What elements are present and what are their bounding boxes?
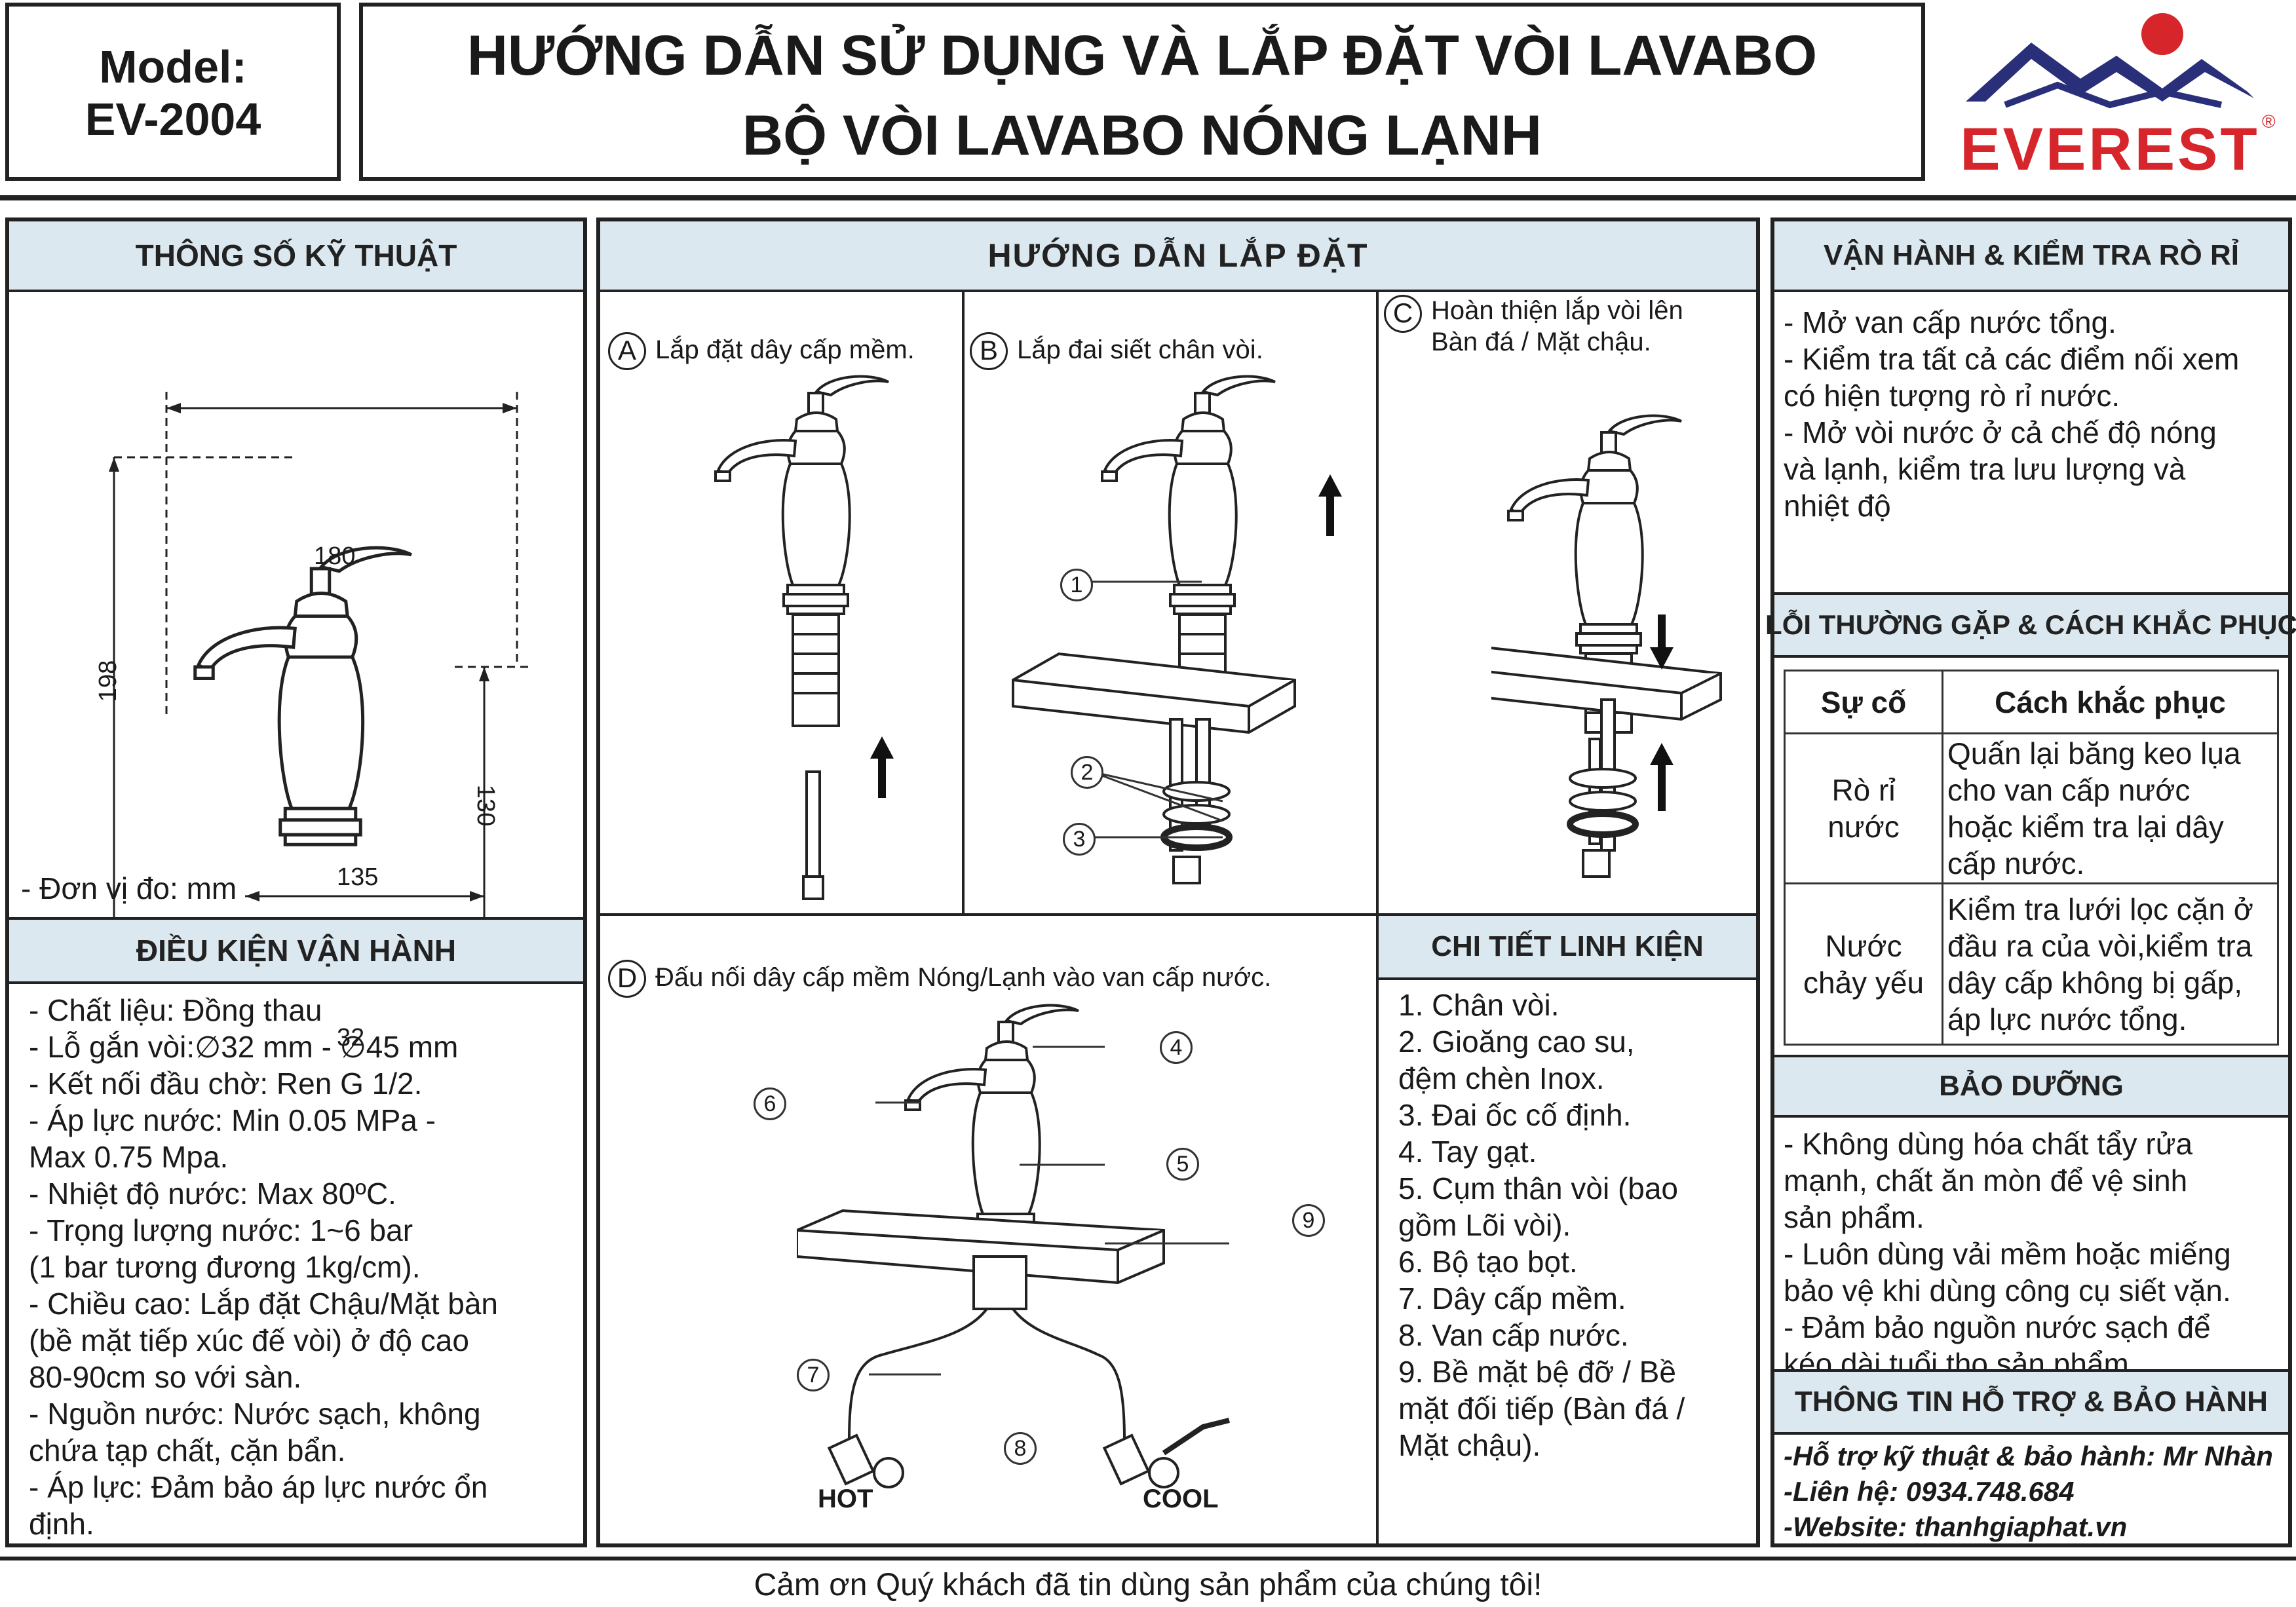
callout-5: 5 <box>1166 1148 1199 1181</box>
support-line3: -Website: thanhgiaphat.vn <box>1784 1511 2128 1542</box>
callout-4: 4 <box>1160 1031 1193 1064</box>
step-d: D Đấu nối dây cấp mềm Nóng/Lạnh vào van c… <box>608 922 1271 998</box>
support-line1: -Hỗ trợ kỹ thuật & bảo hành: Mr Nhàn <box>1784 1441 2273 1471</box>
step-d-text: Đấu nối dây cấp mềm Nóng/Lạnh vào van cấ… <box>655 963 1272 992</box>
issue-weak-flow: Nước chảy yếu <box>1784 882 1943 1046</box>
title-line2: BỘ VÒI LAVABO NÓNG LẠNH <box>742 104 1542 167</box>
footer-rule <box>0 1557 2296 1560</box>
unit-note: - Đơn vị đo: mm <box>21 871 237 905</box>
model-label: Model: <box>99 41 247 92</box>
fix-weak-flow: Kiểm tra lưới lọc cặn ở đầu ra của vòi,k… <box>1942 882 2279 1046</box>
cool-label: COOL <box>1143 1484 1219 1513</box>
support-info: -Hỗ trợ kỹ thuật & bảo hành: Mr Nhàn -Li… <box>1784 1439 2273 1545</box>
model-box: Model: EV-2004 <box>5 3 341 181</box>
hot-label: HOT <box>818 1484 873 1513</box>
callout-8: 8 <box>1004 1432 1037 1465</box>
step-b-illustration <box>1012 375 1342 884</box>
parts-title: CHI TIẾT LINH KIỆN <box>1379 916 1756 980</box>
maintenance-title: BẢO DƯỠNG <box>1774 1055 2288 1118</box>
callout-6: 6 <box>754 1087 786 1120</box>
support-title: THÔNG TIN HỖ TRỢ & BẢO HÀNH <box>1774 1369 2288 1435</box>
callout-2: 2 <box>1071 756 1103 789</box>
step-c-text: Hoàn thiện lắp vòi lên Bàn đá / Mặt chậu… <box>1431 296 1683 356</box>
callout-3: 3 <box>1063 823 1096 856</box>
operation-text: - Mở van cấp nước tổng. - Kiểm tra tất c… <box>1784 305 2240 523</box>
step-b-letter: B <box>970 332 1008 371</box>
step-a-illustration <box>714 375 894 900</box>
operation-title: VẬN HÀNH & KIỂM TRA RÒ RỈ <box>1774 221 2288 292</box>
dim-height-label: 198 <box>94 660 123 702</box>
parts-text: 1. Chân vòi. 2. Gioăng cao su, đệm chèn … <box>1398 988 1685 1462</box>
conditions-text: - Chất liệu: Đồng thau - Lỗ gắn vòi:∅32 … <box>29 993 499 1541</box>
dim-spout-height-label: 130 <box>472 784 500 827</box>
step-a-letter: A <box>608 332 646 371</box>
step-a-text: Lắp đặt dây cấp mềm. <box>655 335 915 364</box>
registered-mark: ® <box>2262 111 2276 132</box>
step-c-illustration <box>1491 414 1722 878</box>
dim-diameter-label: 32 <box>337 1024 365 1051</box>
callout-1: 1 <box>1060 569 1093 601</box>
conditions-title: ĐIỀU KIỆN VẬN HÀNH <box>9 920 583 984</box>
brand-name: EVEREST <box>1960 116 2260 183</box>
specs-title: THÔNG SỐ KỸ THUẬT <box>9 221 583 292</box>
dimension-drawing: 180 198 135 130 32 <box>35 300 560 1074</box>
step-d-letter: D <box>608 960 646 998</box>
fix-leak: Quấn lại băng keo lụa cho van cấp nước h… <box>1942 732 2279 884</box>
step-c-letter: C <box>1384 295 1422 333</box>
support-line2: -Liên hệ: 0934.748.684 <box>1784 1476 2075 1507</box>
step-a: A Lắp đặt dây cấp mềm. <box>608 295 915 371</box>
install-title: HƯỚNG DẪN LẮP ĐẶT <box>600 221 1756 292</box>
right-column: VẬN HÀNH & KIỂM TRA RÒ RỈ - Mở van cấp n… <box>1765 217 2296 1547</box>
col-issue-header: Sự cố <box>1784 670 1943 734</box>
step-b-text: Lắp đai siết chân vòi. <box>1017 335 1263 364</box>
troubleshoot-table: Sự cố Cách khắc phục Rò rỉ nước Quấn lại… <box>1784 670 2279 1046</box>
mountain-logo-icon <box>1966 13 2254 109</box>
model-value: EV-2004 <box>85 94 261 145</box>
issue-leak: Rò rỉ nước <box>1784 732 1943 884</box>
troubleshoot-title: LỖI THƯỜNG GẶP & CÁCH KHẮC PHỤC <box>1765 592 2296 658</box>
everest-logo: EVEREST ® <box>1946 7 2287 182</box>
title-box: HƯỚNG DẪN SỬ DỤNG VÀ LẮP ĐẶT VÒI LAVABO … <box>359 3 1925 181</box>
dim-reach-label: 135 <box>337 863 379 891</box>
maintenance-text: - Không dùng hóa chất tẩy rửa mạnh, chất… <box>1784 1127 2231 1381</box>
title-line1: HƯỚNG DẪN SỬ DỤNG VÀ LẮP ĐẶT VÒI LAVABO <box>467 24 1818 87</box>
dim-width-label: 180 <box>314 542 356 570</box>
step-b: B Lắp đai siết chân vòi. <box>970 295 1263 371</box>
left-column: THÔNG SỐ KỸ THUẬT <box>5 217 587 1547</box>
header-rule <box>0 195 2296 200</box>
footer-thanks: Cảm ơn Quý khách đã tin dùng sản phẩm củ… <box>754 1568 1542 1602</box>
step-d-illustration <box>797 1004 1230 1488</box>
col-fix-header: Cách khắc phục <box>1942 670 2279 734</box>
callout-7: 7 <box>797 1359 830 1391</box>
callout-9: 9 <box>1292 1204 1325 1237</box>
